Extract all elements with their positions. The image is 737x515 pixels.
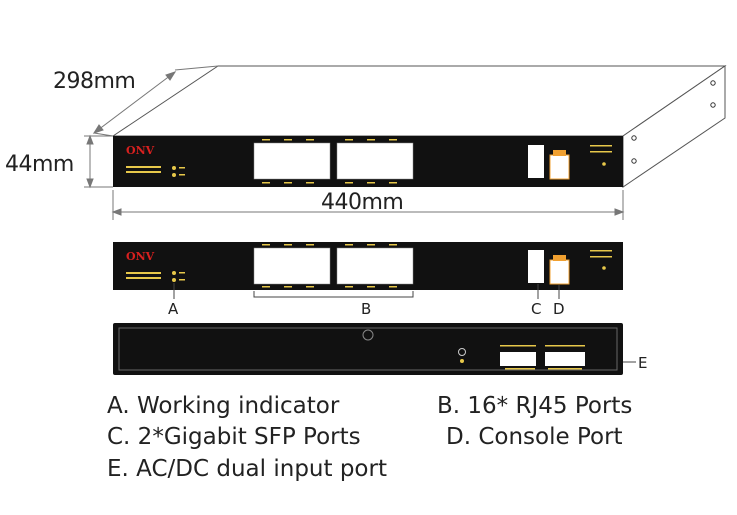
sfp-ports [528, 145, 544, 178]
height-dimension: 44mm [5, 152, 74, 177]
legend-e: E. AC/DC dual input port [107, 456, 387, 482]
logo-top: ONV [126, 144, 155, 157]
rear-panel [113, 323, 623, 375]
rj45-block-1 [253, 142, 331, 180]
dimension-lines [84, 65, 625, 220]
legend-d: D. Console Port [446, 424, 623, 450]
depth-dimension: 298mm [53, 69, 136, 94]
chassis-3d: ONV [111, 65, 727, 188]
callout-lines [173, 283, 636, 363]
legend-b: B. 16* RJ45 Ports [437, 393, 633, 419]
legend-a: A. Working indicator [107, 393, 340, 419]
logo-front: ONV [126, 250, 155, 263]
callout-d: D [553, 300, 565, 318]
callout-a: A [168, 300, 179, 318]
width-dimension: 440mm [321, 190, 404, 215]
callout-c: C [531, 300, 542, 318]
callout-b: B [361, 300, 372, 318]
front-panel: ONV [113, 242, 623, 290]
console-port [549, 154, 570, 180]
legend-c: C. 2*Gigabit SFP Ports [107, 424, 361, 450]
rj45-block-2 [336, 142, 414, 180]
callout-e: E [638, 354, 648, 372]
